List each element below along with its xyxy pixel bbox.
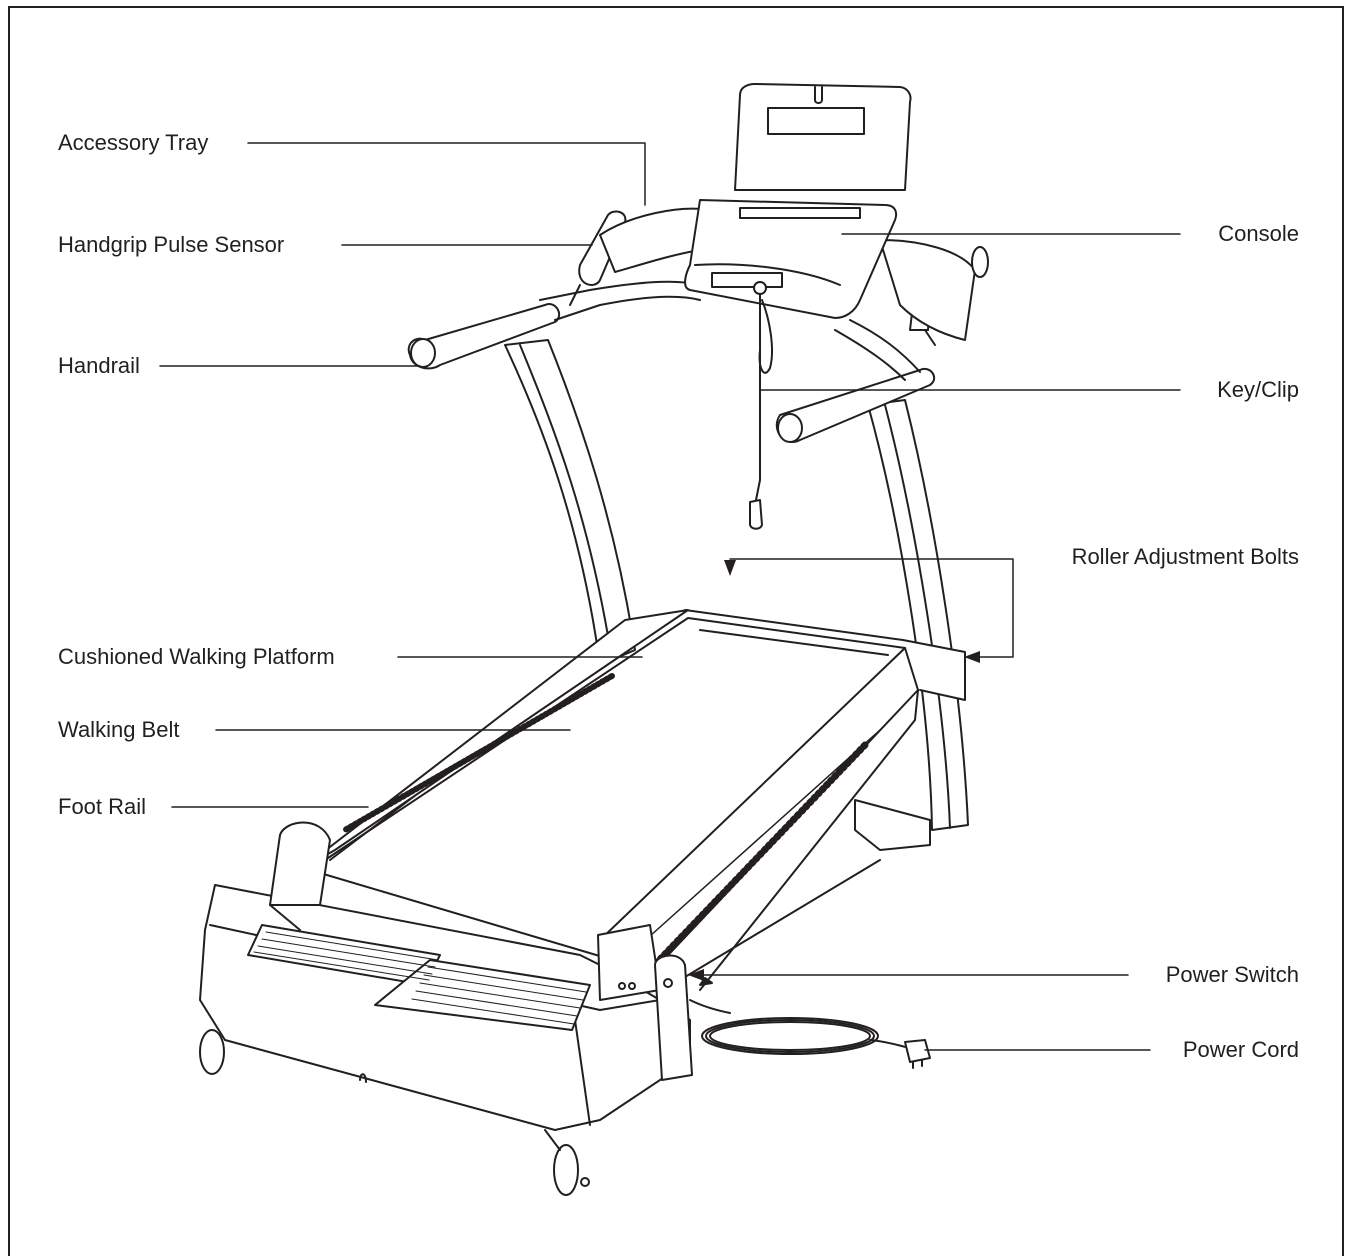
label-foot-rail: Foot Rail xyxy=(58,794,147,819)
label-console: Console xyxy=(1218,221,1299,246)
label-walking-belt: Walking Belt xyxy=(58,717,180,742)
console-face xyxy=(684,199,898,319)
leader-accessory-tray xyxy=(247,142,646,206)
leader-roller-adjustment-bolts xyxy=(729,558,1014,658)
leader-lines xyxy=(159,142,1181,1051)
label-key-clip: Key/Clip xyxy=(1217,377,1299,402)
diagram-frame xyxy=(8,6,1344,1256)
arrow-power-switch xyxy=(688,969,704,981)
motor-hood xyxy=(199,821,693,1196)
power-switch-area xyxy=(699,977,713,986)
label-power-cord: Power Cord xyxy=(1182,1037,1299,1062)
label-cushioned-walking-platform: Cushioned Walking Platform xyxy=(58,644,335,669)
right-upright xyxy=(867,399,969,831)
left-foot-rail xyxy=(299,609,689,871)
label-handrail: Handrail xyxy=(58,353,140,378)
label-power-switch: Power Switch xyxy=(1165,962,1299,987)
power-cord xyxy=(689,999,931,1069)
arrow-roller-bolt-side xyxy=(964,651,980,663)
key-clip-cord xyxy=(755,293,761,501)
left-upright xyxy=(504,339,636,666)
power-plug xyxy=(904,1039,931,1063)
handrail-assembly xyxy=(407,207,989,443)
label-accessory-tray: Accessory Tray xyxy=(58,130,209,155)
label-roller-adjustment-bolts: Roller Adjustment Bolts xyxy=(1071,544,1299,569)
arrow-roller-bolt-front xyxy=(724,560,736,576)
console-unit xyxy=(684,83,912,530)
key-clip xyxy=(749,499,763,530)
label-handgrip-pulse-sensor: Handgrip Pulse Sensor xyxy=(58,232,285,257)
leader-arrows xyxy=(688,560,980,981)
deck xyxy=(299,609,966,991)
